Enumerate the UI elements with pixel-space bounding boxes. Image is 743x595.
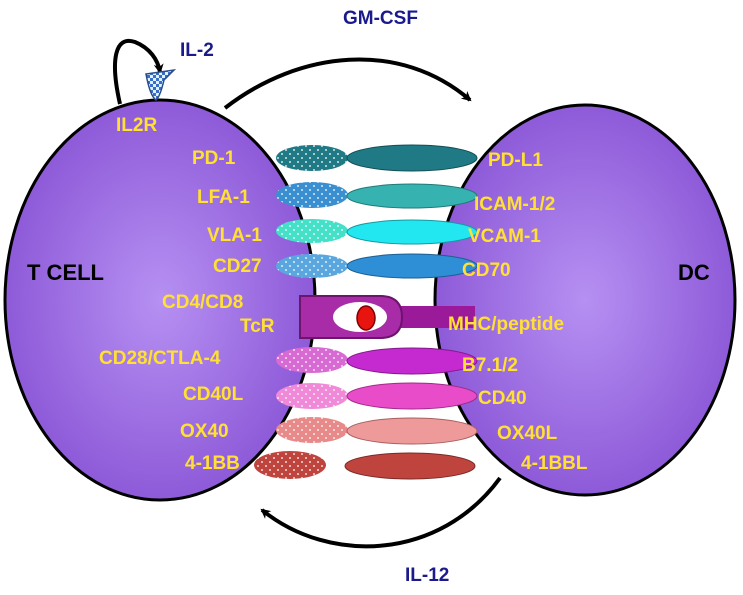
cd28-b7-pair: [276, 347, 478, 375]
cd28-label: CD28/CTLA-4: [99, 348, 221, 369]
cd40l-cd40-pair: [276, 382, 478, 410]
lfa1-label: LFA-1: [197, 187, 250, 208]
pd1-pdl1-pair: [276, 144, 478, 172]
il2-autocrine-arrow: [113, 38, 164, 105]
vla1-vcam-pair: [276, 219, 478, 245]
gmcsf-arrow: [223, 57, 472, 110]
il12-arrow: [260, 476, 502, 549]
dendritic-cell: [433, 103, 737, 497]
vcam-label: VCAM-1: [468, 226, 541, 247]
il2-label: IL-2: [180, 40, 214, 61]
pdl1-label: PD-L1: [488, 150, 543, 171]
icam-label: ICAM-1/2: [474, 194, 555, 215]
cd27-label: CD27: [213, 256, 262, 277]
il2r-receptor-icon: [145, 68, 177, 101]
il12-label: IL-12: [405, 565, 449, 586]
41bb-label: 4-1BB: [185, 453, 240, 474]
ox40-label: OX40: [180, 421, 229, 442]
tcr-label: TcR: [240, 316, 275, 337]
peptide-dot: [356, 305, 376, 331]
ox40-ox40l-pair: [276, 417, 478, 445]
cd70-label: CD70: [462, 260, 511, 281]
tcr-mhc-pair: [299, 295, 475, 339]
lfa1-icam-pair: [276, 182, 478, 209]
41bb-41bbl-pair: [254, 451, 476, 480]
t-cell-title: T CELL: [27, 260, 104, 285]
gmcsf-label: GM-CSF: [343, 8, 418, 29]
mhc-label: MHC/peptide: [448, 314, 564, 335]
dc-title: DC: [678, 260, 710, 285]
ox40l-label: OX40L: [497, 423, 558, 444]
vla1-label: VLA-1: [207, 225, 262, 246]
il2r-label: IL2R: [116, 115, 157, 136]
41bbl-label: 4-1BBL: [521, 453, 588, 474]
pd1-label: PD-1: [192, 148, 236, 169]
cd27-cd70-pair: [276, 253, 478, 279]
b7-label: B7.1/2: [462, 355, 518, 376]
cd4cd8-label: CD4/CD8: [162, 292, 243, 313]
cd40l-label: CD40L: [183, 384, 244, 405]
t-cell: [3, 98, 317, 502]
cd40-label: CD40: [478, 388, 527, 409]
